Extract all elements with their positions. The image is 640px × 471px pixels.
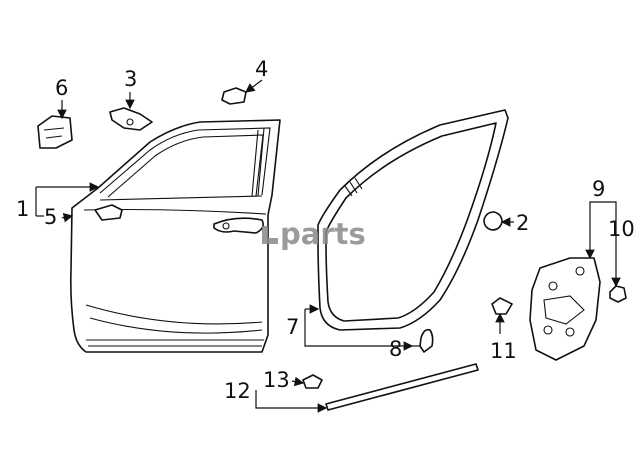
callout-10: 10 <box>608 217 635 241</box>
regulator-panel-part <box>529 257 601 361</box>
callout-1: 1 <box>16 197 29 221</box>
door-shell <box>70 119 281 353</box>
watermark: parts <box>262 217 366 251</box>
bumper-part <box>483 211 503 231</box>
callout-3: 3 <box>124 67 137 91</box>
callout-6: 6 <box>55 76 68 100</box>
door-weatherstrip <box>317 109 509 331</box>
moulding-part <box>325 363 479 411</box>
clip-part <box>221 87 247 105</box>
retainer-part <box>419 328 434 353</box>
bracket-part <box>109 107 153 131</box>
callout-12: 12 <box>224 379 251 403</box>
callout-11: 11 <box>490 339 517 363</box>
moulding-clip-part <box>302 374 323 389</box>
watermark-logo-icon <box>262 226 278 244</box>
watermark-text: parts <box>280 217 366 251</box>
leader-lines <box>35 79 621 413</box>
callout-4: 4 <box>255 57 268 81</box>
callout-8: 8 <box>389 337 402 361</box>
screw-part <box>609 285 627 303</box>
callout-5: 5 <box>44 205 57 229</box>
callout-13: 13 <box>263 368 290 392</box>
callout-7: 7 <box>286 315 299 339</box>
callout-2: 2 <box>516 211 529 235</box>
push-clip-part <box>491 297 513 315</box>
callout-9: 9 <box>592 177 605 201</box>
hinge-part <box>37 115 73 149</box>
